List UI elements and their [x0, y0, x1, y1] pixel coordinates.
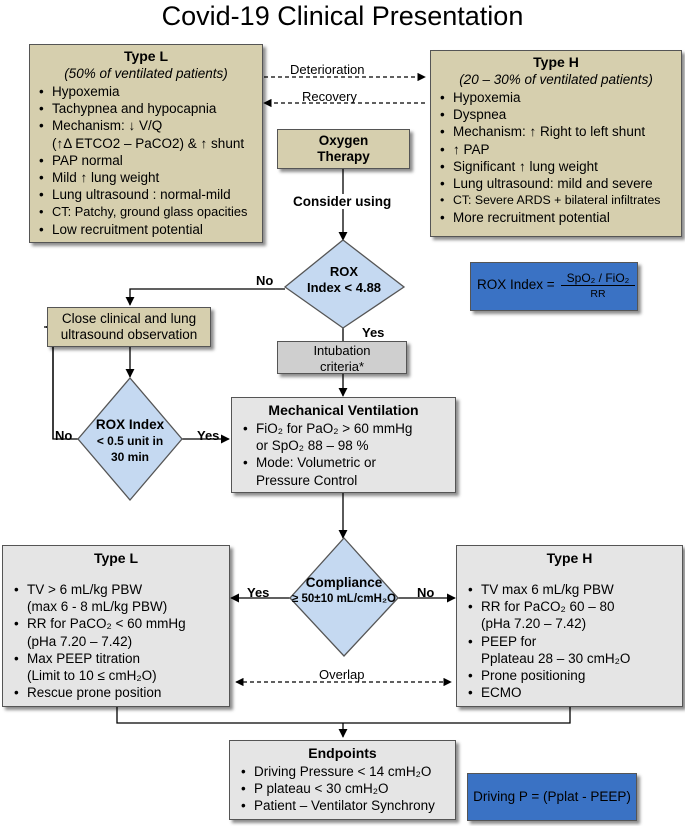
rox-no-label: No — [256, 273, 274, 288]
rox-index-diamond — [283, 239, 406, 329]
list-item: Driving Pressure < 14 cmH₂O — [236, 763, 449, 780]
page-title: Covid-19 Clinical Presentation — [161, 1, 524, 31]
list-item: CT: Patchy, ground glass opacities — [34, 203, 258, 220]
list-item: TV > 6 mL/kg PBW(max 6 - 8 mL/kg PBW) — [9, 581, 223, 615]
list-item: Low recruitment potential — [34, 221, 258, 238]
list-item: Dyspnea — [435, 106, 677, 123]
consider-using-label: Consider using — [291, 194, 394, 209]
type-l-list: Hypoxemia Tachypnea and hypocapnia Mecha… — [34, 83, 258, 238]
overlap-label: Overlap — [319, 667, 365, 682]
rox-yes-label: Yes — [362, 325, 385, 340]
rox2-yes-label: Yes — [197, 428, 220, 443]
list-item: ECMO — [463, 684, 676, 701]
list-item: Significant ↑ lung weight — [435, 158, 677, 175]
list-item: CT: Severe ARDS + bilateral infiltrates — [435, 192, 677, 209]
list-item: Lung ultrasound : normal-mild — [34, 186, 258, 203]
list-item: Patient – Ventilator Synchrony — [236, 797, 449, 814]
type-h-ventilation-box: Type H TV max 6 mL/kg PBW RR for PaCO₂ 6… — [456, 545, 683, 707]
list-item: RR for PaCO₂ < 60 mmHg(pHa 7.20 – 7.42) — [9, 615, 223, 649]
observation-box: Close clinical and lung ultrasound obser… — [47, 307, 211, 347]
list-item: Lung ultrasound: mild and severe — [435, 175, 677, 192]
compliance-text: Compliance ≥ 50±10 mL/cmH₂O — [291, 575, 397, 605]
list-item: TV max 6 mL/kg PBW — [463, 581, 676, 598]
oxygen-therapy-box: Oxygen Therapy — [277, 129, 410, 169]
endpoints-title: Endpoints — [308, 745, 377, 761]
list-item: Hypoxemia — [34, 83, 258, 100]
rox-formula-box: ROX Index = SpO₂ / FiO₂ RR — [470, 262, 638, 311]
type-h-presentation-box: Type H (20 – 30% of ventilated patients)… — [430, 50, 682, 237]
type-l-ventilation-title: Type L — [93, 550, 139, 566]
compliance-no-label: No — [417, 585, 435, 600]
rox-trend-diamond — [77, 376, 183, 502]
list-item: Prone positioning — [463, 667, 676, 684]
driving-pressure-box: Driving P = (Pplat - PEEP) — [467, 773, 637, 821]
rox-trend-text: ROX Index < 0.5 unit in 30 min — [95, 417, 165, 464]
rox2-no-label: No — [55, 428, 73, 443]
type-l-title: Type L — [123, 48, 169, 64]
list-item: Hypoxemia — [435, 89, 677, 106]
rox-formula-numerator: SpO₂ / FiO₂ — [561, 271, 635, 286]
oxygen-therapy-line2: Therapy — [317, 149, 370, 164]
list-item: Mechanism: ↑ Right to left shunt — [435, 123, 677, 140]
type-l-ventilation-box: Type L TV > 6 mL/kg PBW(max 6 - 8 mL/kg … — [2, 545, 230, 707]
list-item: Max PEEP titration(Limit to 10 ≤ cmH₂O) — [9, 650, 223, 684]
oxygen-therapy-line1: Oxygen — [318, 133, 369, 148]
list-item: PAP normal — [34, 152, 258, 169]
list-item: RR for PaCO₂ 60 – 80(pHa 7.20 – 7.42) — [463, 598, 676, 632]
type-h-title: Type H — [533, 54, 579, 70]
mechanical-ventilation-title: Mechanical Ventilation — [268, 402, 419, 418]
mechanical-ventilation-box: Mechanical Ventilation FiO₂ for PaO₂ > 6… — [231, 397, 456, 493]
type-l-subtitle: (50% of ventilated patients) — [64, 66, 228, 81]
list-item: Rescue prone position — [9, 684, 223, 701]
type-h-list: Hypoxemia Dyspnea Mechanism: ↑ Right to … — [435, 89, 677, 227]
compliance-diamond — [289, 537, 399, 657]
compliance-yes-label: Yes — [247, 585, 270, 600]
recovery-label: Recovery — [302, 89, 357, 104]
type-h-subtitle: (20 – 30% of ventilated patients) — [459, 72, 653, 87]
rox-formula-lhs: ROX Index = — [477, 277, 555, 292]
list-item: ↑ PAP — [435, 141, 677, 158]
list-item: Mild ↑ lung weight — [34, 169, 258, 186]
list-item: Tachypnea and hypocapnia — [34, 100, 258, 117]
endpoints-box: Endpoints Driving Pressure < 14 cmH₂O P … — [229, 740, 456, 820]
list-item: More recruitment potential — [435, 209, 677, 226]
rox-formula-denominator: RR — [590, 288, 606, 300]
type-h-ventilation-title: Type H — [546, 550, 593, 566]
list-item: Mechanism: ↓ V/Q(↑Δ ETCO2 – PaCO2) & ↑ s… — [34, 117, 258, 151]
deterioration-label: Deterioration — [290, 62, 365, 77]
rox-index-text: ROX Index < 4.88 — [306, 264, 382, 295]
intubation-criteria-box: Intubation criteria* — [277, 341, 407, 374]
type-l-presentation-box: Type L (50% of ventilated patients) Hypo… — [29, 44, 263, 243]
list-item: P plateau < 30 cmH₂O — [236, 780, 449, 797]
